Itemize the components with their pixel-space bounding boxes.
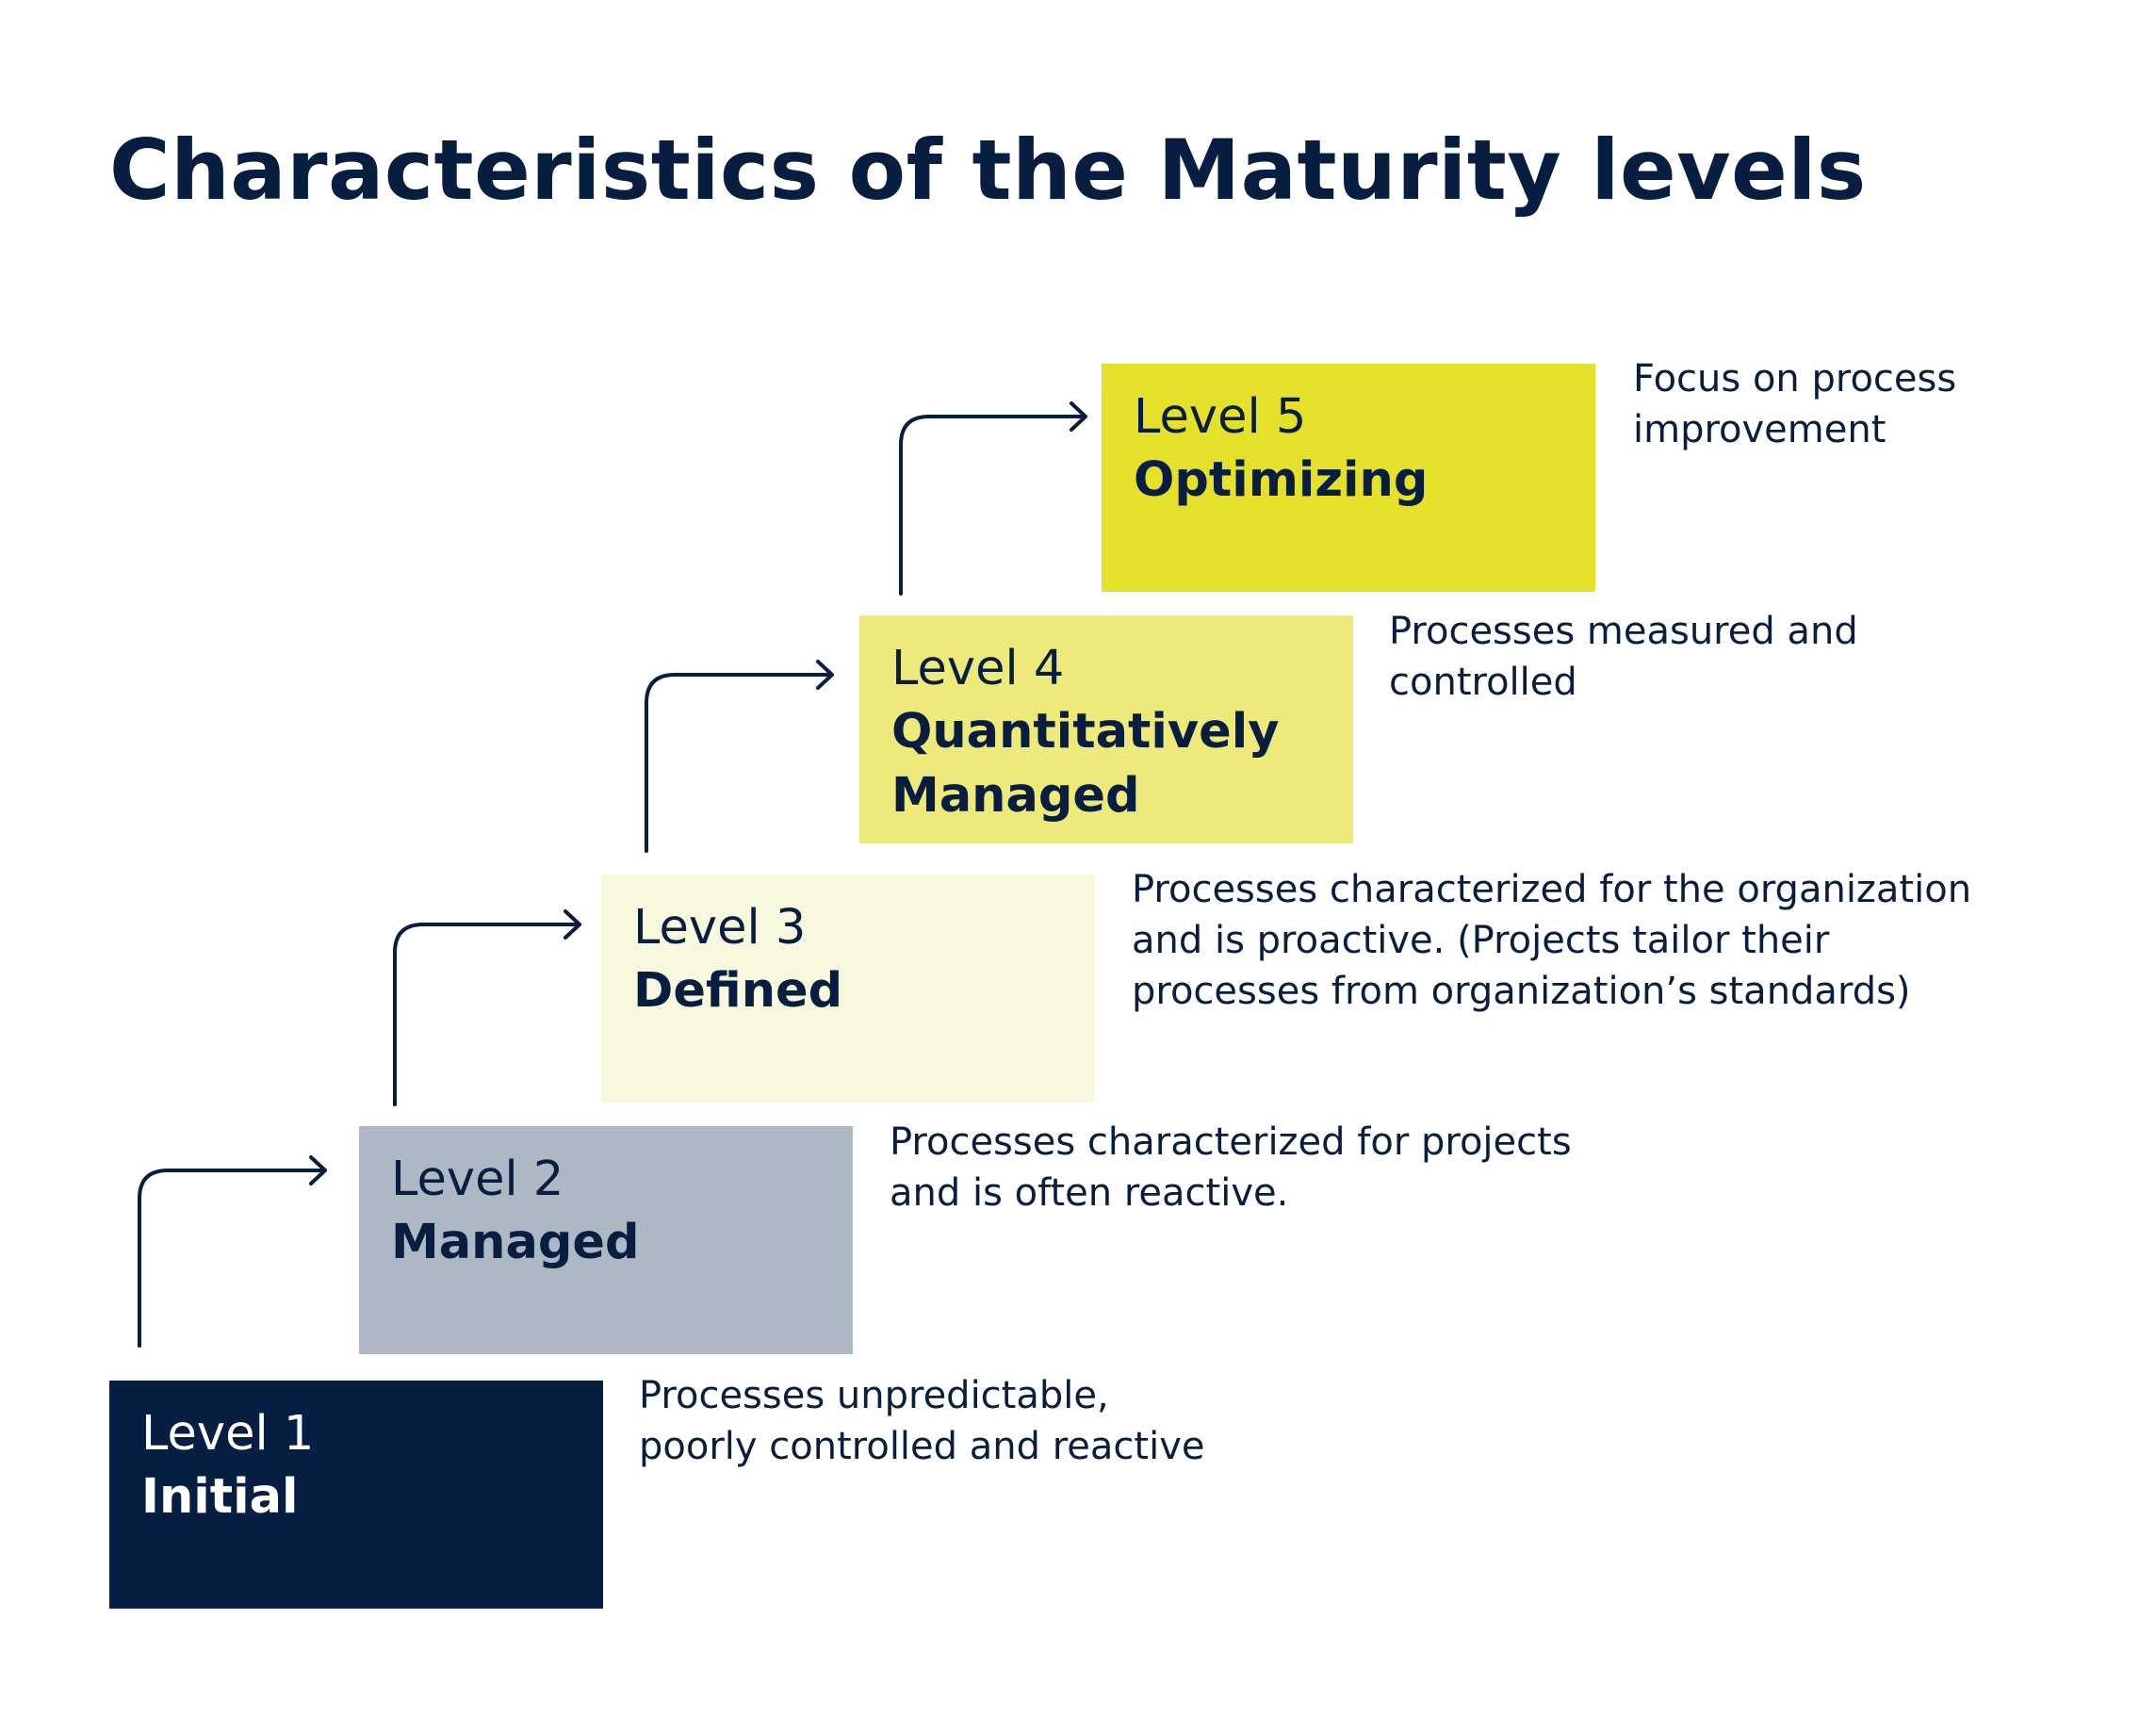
level-4-number: Level 4 (891, 641, 1065, 696)
level-5-description-line: Focus on process (1633, 357, 1957, 401)
level-1-box: Level 1 Initial (109, 1381, 603, 1609)
level-3-description-line: Processes characterized for the organiza… (1132, 868, 1972, 911)
level-4-description-line: controlled (1389, 661, 1577, 704)
level-2-description-line: Processes characterized for projects (890, 1120, 1572, 1164)
level-4-name: Quantitatively (891, 704, 1280, 760)
level-3-description-line: and is proactive. (Projects tailor their (1132, 919, 1830, 962)
level-3-box: Level 3 Defined (601, 875, 1095, 1103)
level-2-name: Managed (391, 1215, 640, 1270)
level-4-box: Level 4 Quantitatively Managed (859, 615, 1353, 843)
level-3-description-line: processes from organization’s standards) (1132, 970, 1911, 1013)
level-2-box: Level 2 Managed (359, 1126, 853, 1354)
page-title: Characteristics of the Maturity levels (109, 122, 1867, 219)
level-5-number: Level 5 (1134, 389, 1307, 445)
level-2-number: Level 2 (391, 1152, 564, 1207)
level-5-description: Focus on process improvement (1633, 353, 1956, 455)
level-4-description-line: Processes measured and (1389, 610, 1858, 653)
arrow-level2-to-level3 (393, 909, 581, 1106)
arrow-level1-to-level2 (138, 1155, 327, 1348)
level-5-name: Optimizing (1134, 452, 1429, 508)
level-2-description: Processes characterized for projects and… (890, 1117, 1572, 1218)
level-5-box: Level 5 Optimizing (1102, 364, 1595, 592)
level-2-description-line: and is often reactive. (890, 1171, 1289, 1215)
arrow-level4-to-level5 (899, 401, 1087, 596)
level-3-number: Level 3 (633, 900, 807, 956)
level-1-description: Processes unpredictable, poorly controll… (639, 1370, 1205, 1472)
arrow-level3-to-level4 (645, 660, 834, 853)
level-1-description-line: Processes unpredictable, (639, 1374, 1109, 1417)
level-3-description: Processes characterized for the organiza… (1132, 864, 1971, 1017)
level-1-name: Initial (141, 1469, 299, 1525)
level-4-name: Managed (891, 768, 1140, 824)
level-4-description: Processes measured and controlled (1389, 606, 1858, 708)
level-1-number: Level 1 (141, 1406, 315, 1462)
level-3-name: Defined (633, 963, 843, 1019)
level-5-description-line: improvement (1633, 408, 1886, 451)
level-1-description-line: poorly controlled and reactive (639, 1425, 1205, 1468)
